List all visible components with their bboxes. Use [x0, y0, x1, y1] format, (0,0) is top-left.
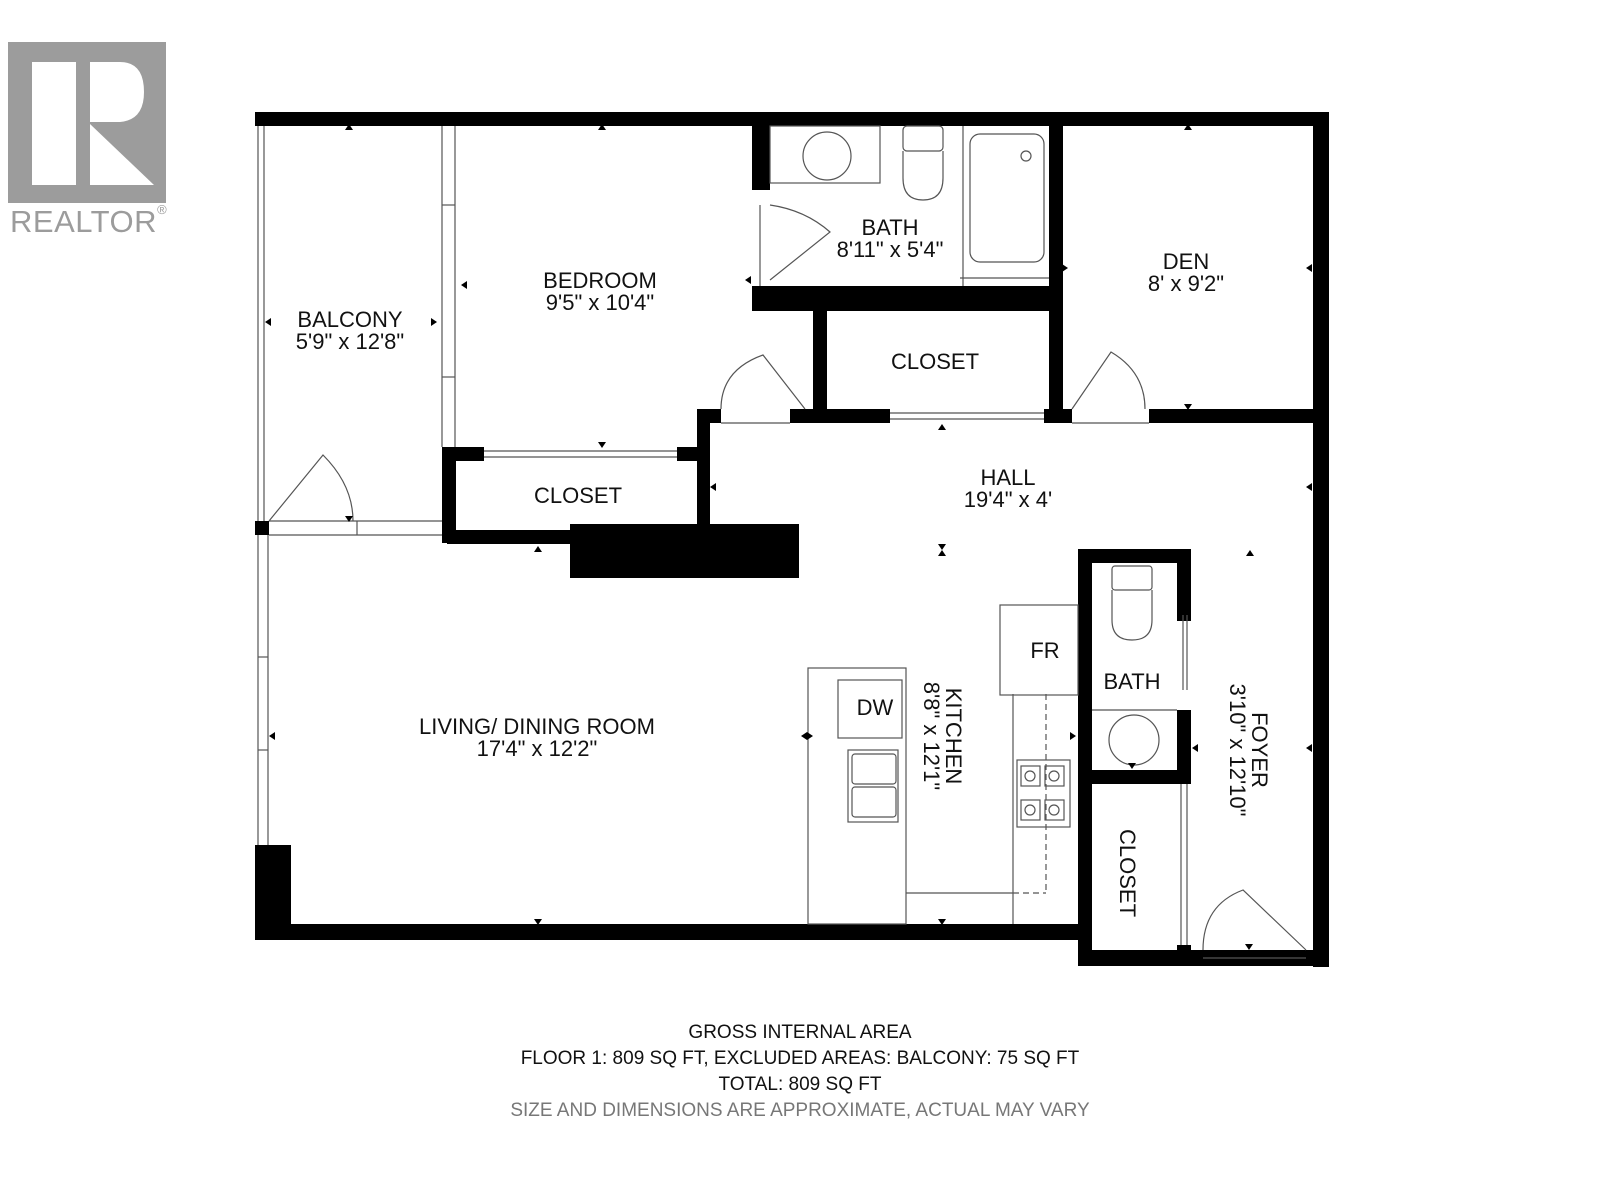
room-balcony: BALCONY 5'9" x 12'8"	[296, 309, 404, 353]
room-name: BALCONY	[297, 307, 403, 332]
room-dimensions: 8'11" x 5'4"	[836, 237, 944, 262]
room-name: FOYER	[1247, 712, 1272, 788]
room-bath-half: BATH	[1103, 671, 1160, 693]
room-dimensions: 17'4" x 12'2"	[476, 736, 598, 761]
room-name: CLOSET	[533, 483, 623, 508]
total-area-line: TOTAL: 809 SQ FT	[718, 1074, 882, 1095]
room-closet-bedroom: CLOSET	[534, 485, 622, 507]
room-kitchen: KITCHEN 8'8" x 12'1"	[919, 681, 966, 791]
room-name: CLOSET	[890, 349, 980, 374]
room-closet-hall: CLOSET	[891, 351, 979, 373]
area-title: GROSS INTERNAL AREA	[688, 1022, 912, 1043]
room-name: LIVING/ DINING ROOM	[419, 714, 655, 739]
room-name: CLOSET	[1115, 828, 1140, 918]
disclaimer: SIZE AND DIMENSIONS ARE APPROXIMATE, ACT…	[510, 1100, 1090, 1121]
realtor-wordmark: REALTOR®	[10, 202, 168, 239]
room-name: DEN	[1162, 249, 1210, 274]
room-bath-main: BATH 8'11" x 5'4"	[837, 217, 944, 261]
area-summary: GROSS INTERNAL AREA FLOOR 1: 809 SQ FT, …	[0, 1020, 1600, 1124]
room-name: BATH	[1103, 669, 1161, 694]
room-dimensions: 8' x 9'2"	[1147, 271, 1225, 296]
floor-area-line: FLOOR 1: 809 SQ FT, EXCLUDED AREAS: BALC…	[520, 1048, 1080, 1069]
room-dimensions: 19'4" x 4'	[963, 487, 1053, 512]
dishwasher-label: DW	[856, 695, 894, 720]
room-living-dining: LIVING/ DINING ROOM 17'4" x 12'2"	[419, 716, 655, 760]
room-name: BEDROOM	[543, 268, 657, 293]
room-closet-foyer: CLOSET	[1115, 828, 1140, 918]
room-name: KITCHEN	[941, 687, 966, 785]
fridge-label: FR	[1030, 638, 1060, 663]
room-name: BATH	[861, 215, 919, 240]
room-den: DEN 8' x 9'2"	[1148, 251, 1224, 295]
room-dimensions: 5'9" x 12'8"	[295, 329, 405, 354]
room-name: HALL	[980, 465, 1036, 490]
room-dimensions: 8'8" x 12'1"	[919, 681, 944, 791]
room-hall: HALL 19'4" x 4'	[964, 467, 1052, 511]
room-dimensions: 9'5" x 10'4"	[545, 290, 655, 315]
realtor-r-icon	[8, 42, 166, 203]
room-foyer: FOYER 3'10" x 12'10"	[1225, 683, 1272, 817]
room-bedroom: BEDROOM 9'5" x 10'4"	[543, 270, 657, 314]
room-dimensions: 3'10" x 12'10"	[1225, 683, 1250, 817]
